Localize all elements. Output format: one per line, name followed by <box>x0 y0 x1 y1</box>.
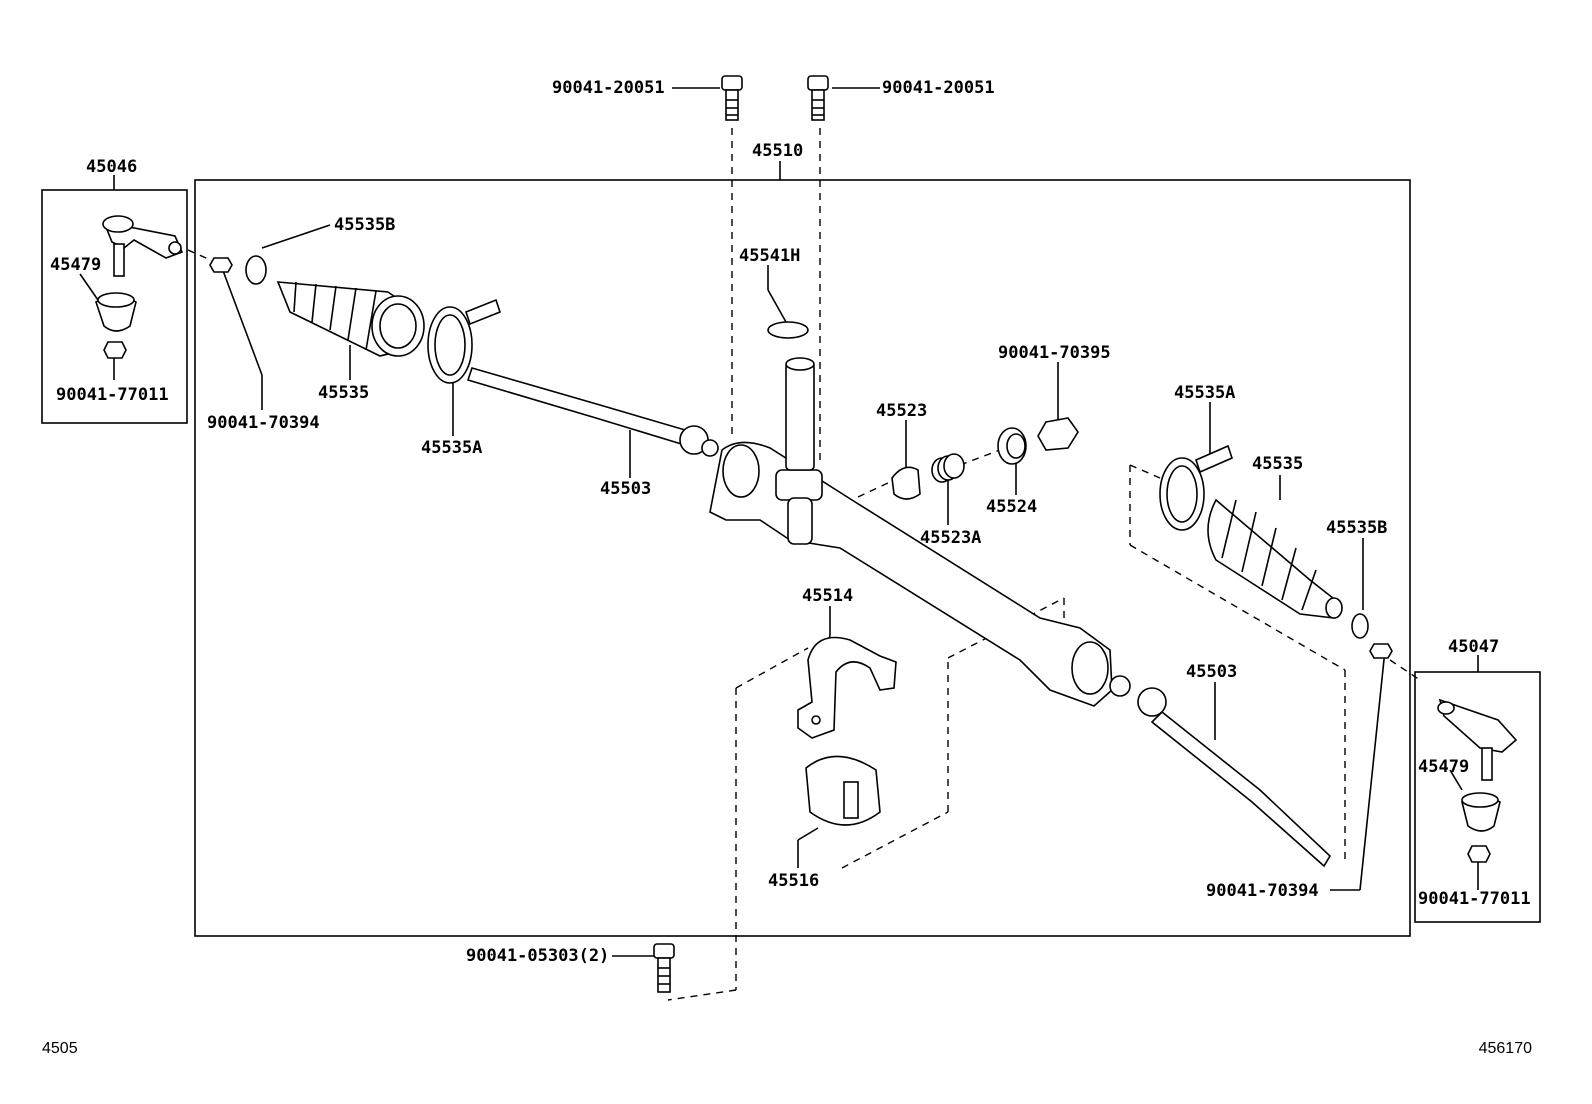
right-tie-rod-icon <box>1137 687 1332 868</box>
rack-guide-icon <box>891 466 921 500</box>
label-bushing: 45516 <box>768 871 819 891</box>
right-tie-rod-end-icon <box>1437 698 1518 781</box>
pinion-seal-icon <box>767 321 809 339</box>
label-right-ball-seat: 45479 <box>1418 757 1469 777</box>
pinion-shaft-icon <box>785 357 815 471</box>
left-tie-rod-end-icon <box>102 215 184 277</box>
label-left-tie-rod: 45503 <box>600 479 651 499</box>
footer-left-code: 4505 <box>42 1040 78 1057</box>
left-boot-icon <box>276 281 425 357</box>
label-left-boot: 45535 <box>318 383 369 403</box>
label-bolt-top-right: 90041-20051 <box>882 78 995 98</box>
bolt-top-right-icon <box>807 75 829 121</box>
footer-right-code: 456170 <box>1478 1040 1532 1057</box>
label-spring-cap: 45524 <box>986 497 1037 517</box>
main-assembly-frame <box>194 179 1411 937</box>
left-tie-rod-icon <box>466 367 719 457</box>
label-left-end-assembly: 45046 <box>86 157 137 177</box>
left-clamp-icon <box>427 298 501 384</box>
right-nut-icon <box>1467 845 1491 863</box>
bolt-top-left-icon <box>721 75 743 121</box>
label-left-clamp-a: 45535A <box>421 438 482 458</box>
right-clip-icon <box>1351 613 1369 639</box>
label-bracket: 45514 <box>802 586 853 606</box>
label-right-end-assembly: 45047 <box>1448 637 1499 657</box>
label-left-lock-nut: 90041-70394 <box>207 413 320 433</box>
label-left-clip-b: 45535B <box>334 215 395 235</box>
right-boot-icon <box>1207 498 1343 619</box>
bracket-icon <box>797 636 897 739</box>
guide-spring-icon <box>931 453 965 483</box>
label-guide-spring: 45523A <box>920 528 981 548</box>
left-ball-seat-icon <box>95 292 137 332</box>
label-lock-nut-adjust: 90041-70395 <box>998 343 1111 363</box>
label-bolt-top-left: 90041-20051 <box>552 78 665 98</box>
left-lock-nut-icon <box>209 257 233 273</box>
right-ball-seat-icon <box>1461 792 1501 832</box>
label-left-ball-seat: 45479 <box>50 255 101 275</box>
label-mount-bolt: 90041-05303(2) <box>466 946 609 966</box>
label-rack-guide: 45523 <box>876 401 927 421</box>
right-clamp-icon <box>1159 444 1233 531</box>
label-right-nut-bottom: 90041-77011 <box>1418 889 1531 909</box>
label-right-clamp-a: 45535A <box>1174 383 1235 403</box>
bushing-icon <box>805 755 881 826</box>
spring-cap-icon <box>997 427 1027 465</box>
left-clip-icon <box>245 255 267 285</box>
label-right-lock-nut: 90041-70394 <box>1206 881 1319 901</box>
label-right-boot: 45535 <box>1252 454 1303 474</box>
label-pinion-seal: 45541H <box>739 246 800 266</box>
left-nut-icon <box>103 341 127 359</box>
label-main-assembly: 45510 <box>752 141 803 161</box>
label-left-nut-bottom: 90041-77011 <box>56 385 169 405</box>
mount-bolt-icon <box>653 943 675 993</box>
label-right-clip-b: 45535B <box>1326 518 1387 538</box>
right-lock-nut-icon <box>1369 643 1393 659</box>
label-right-tie-rod: 45503 <box>1186 662 1237 682</box>
rack-housing-icon <box>709 441 1131 707</box>
adjust-lock-nut-icon <box>1037 417 1079 451</box>
